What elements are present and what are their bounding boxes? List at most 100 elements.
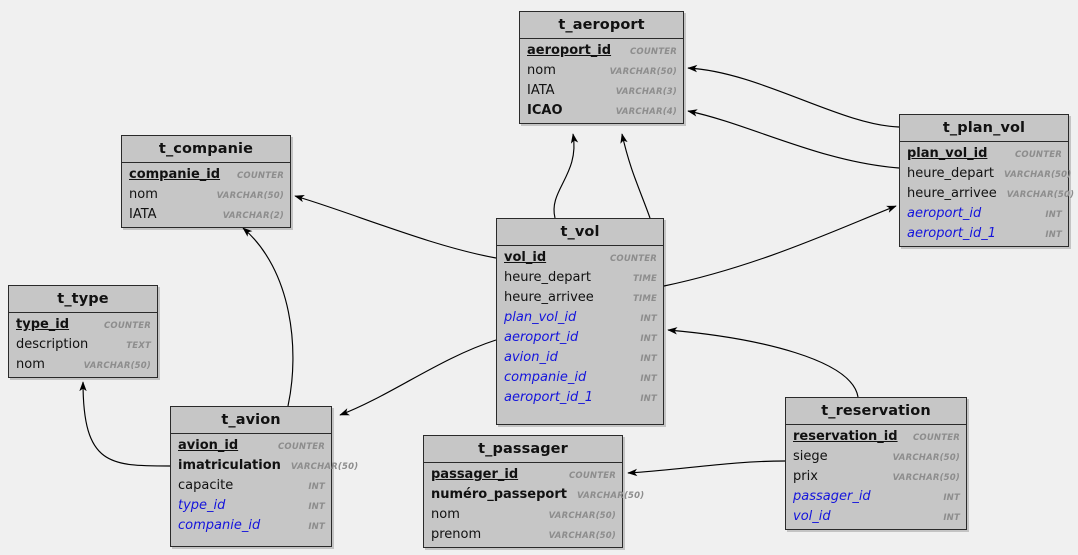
attribute-name: heure_depart: [504, 270, 591, 285]
attribute-row[interactable]: imatriculation VARCHAR(50): [171, 456, 358, 476]
attribute-type: VARCHAR(50): [216, 191, 284, 201]
attribute-type: VARCHAR(3): [615, 87, 677, 97]
attribute-row[interactable]: nom VARCHAR(50): [122, 185, 290, 205]
edge-avion-type: [79, 381, 171, 467]
attribute-row[interactable]: IATA VARCHAR(3): [520, 81, 683, 101]
attribute-type: VARCHAR(50): [83, 361, 151, 371]
attribute-row[interactable]: ICAO VARCHAR(4): [520, 101, 683, 121]
attribute-type: INT: [640, 354, 657, 364]
attribute-name: heure_depart: [907, 166, 994, 181]
attribute-name: IATA: [129, 207, 157, 222]
attribute-row[interactable]: siege VARCHAR(50): [786, 447, 966, 467]
attribute-type: VARCHAR(50): [1006, 190, 1075, 200]
attribute-name: IATA: [527, 83, 555, 98]
attribute-name: passager_id: [793, 489, 871, 504]
attribute-type: INT: [308, 502, 325, 512]
attribute-name: companie_id: [129, 167, 221, 182]
attribute-type: TEXT: [126, 341, 151, 351]
attribute-type: COUNTER: [103, 321, 151, 331]
edge-vol-avion: [339, 339, 497, 416]
attribute-type: COUNTER: [1014, 150, 1062, 160]
attribute-type: VARCHAR(4): [615, 107, 677, 117]
edge-vol-planvol: [663, 205, 897, 287]
attribute-type: VARCHAR(50): [290, 462, 359, 472]
attribute-name: nom: [129, 187, 158, 202]
attribute-type: VARCHAR(50): [576, 491, 645, 501]
entity-title: t_avion: [171, 407, 331, 434]
attribute-row[interactable]: description TEXT: [9, 335, 157, 355]
edge-vol-companie: [294, 195, 497, 259]
attribute-row[interactable]: nom VARCHAR(50): [9, 355, 157, 375]
attribute-type: TIME: [632, 294, 657, 304]
attribute-name: companie_id: [178, 518, 261, 533]
attribute-type: COUNTER: [568, 471, 616, 481]
attribute-row[interactable]: IATA VARCHAR(2): [122, 205, 290, 225]
entity-filler: [497, 408, 663, 422]
attribute-name: aeroport_id: [527, 43, 612, 58]
attribute-row[interactable]: numéro_passeport VARCHAR(50): [424, 485, 644, 505]
attribute-row[interactable]: type_id INT: [171, 496, 331, 516]
attribute-name: siege: [793, 449, 828, 464]
attribute-name: prix: [793, 469, 818, 484]
attribute-type: INT: [640, 334, 657, 344]
attribute-row[interactable]: aeroport_id COUNTER: [520, 41, 683, 61]
attribute-name: aeroport_id_1: [504, 390, 594, 405]
edge-vol-aeroport-depart: [553, 133, 579, 219]
attribute-type: VARCHAR(50): [892, 453, 960, 463]
attribute-row[interactable]: type_id COUNTER: [9, 315, 157, 335]
entity-title: t_plan_vol: [900, 115, 1068, 142]
attribute-type: INT: [1045, 210, 1062, 220]
attribute-name: ICAO: [527, 103, 563, 118]
attribute-type: INT: [308, 482, 325, 492]
attribute-name: type_id: [178, 498, 226, 513]
entity-title: t_aeroport: [520, 12, 683, 39]
attribute-name: nom: [16, 357, 45, 372]
attribute-name: imatriculation: [178, 458, 281, 473]
attribute-name: passager_id: [431, 467, 519, 482]
attribute-type: COUNTER: [629, 47, 677, 57]
attribute-name: numéro_passeport: [431, 487, 567, 502]
entity-title: t_companie: [122, 136, 290, 163]
attribute-type: INT: [640, 314, 657, 324]
attribute-row[interactable]: heure_arrivee VARCHAR(50): [900, 184, 1074, 204]
attribute-row[interactable]: passager_id COUNTER: [424, 465, 622, 485]
attribute-type: VARCHAR(2): [222, 211, 284, 221]
attribute-name: description: [16, 337, 89, 352]
attribute-name: type_id: [16, 317, 70, 332]
attribute-name: heure_arrivee: [907, 186, 997, 201]
attribute-type: COUNTER: [609, 254, 657, 264]
